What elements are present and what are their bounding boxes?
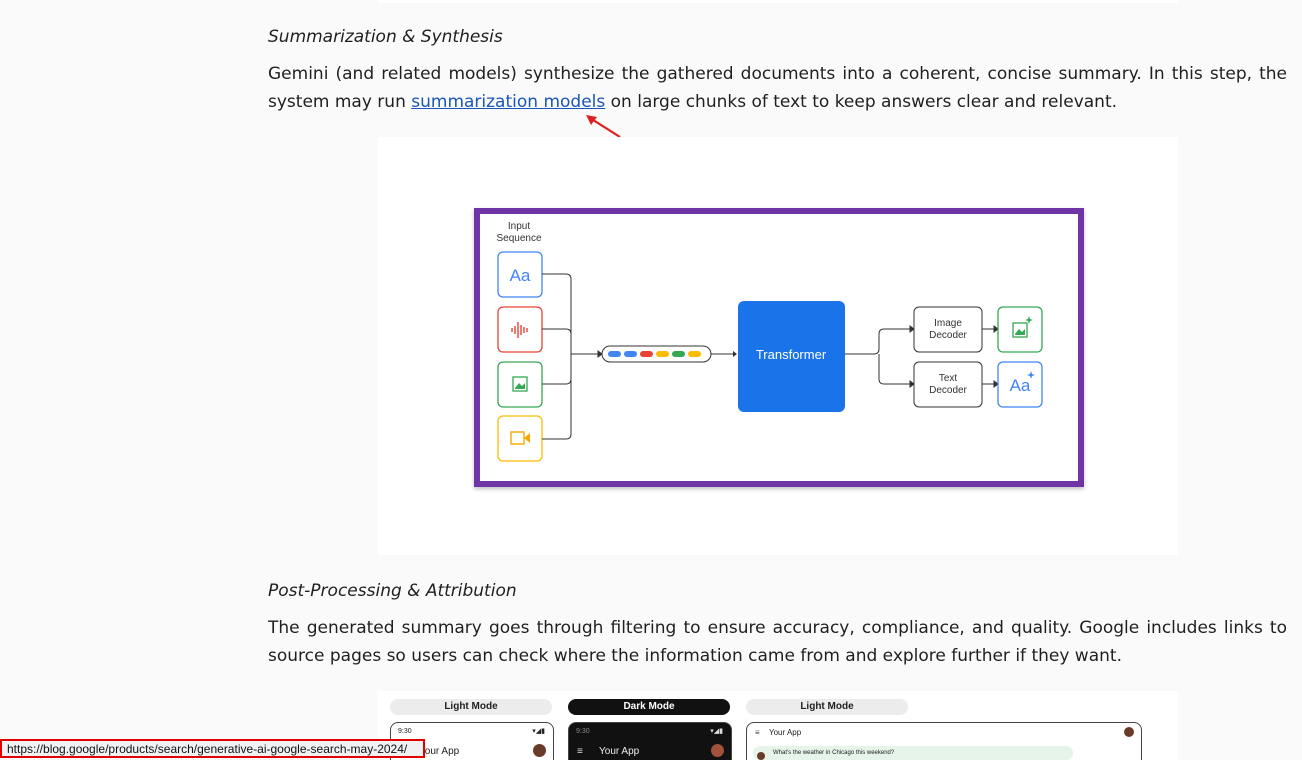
audio-input-box <box>497 306 543 353</box>
avatar-desktop <box>1124 727 1134 737</box>
section-heading-summarization: Summarization & Synthesis <box>268 27 503 47</box>
transformer-block: Transformer <box>738 301 845 412</box>
paragraph-text-after-link: on large chunks of text to keep answers … <box>605 91 1118 112</box>
text-decoder-label-line1: Text <box>939 373 958 384</box>
audio-waveform-icon <box>511 322 528 338</box>
multimodal-transformer-figure: Input Sequence Aa <box>378 137 1178 555</box>
text-output-box: Aa <box>997 361 1043 408</box>
decoder-connectors <box>845 325 915 388</box>
summarization-paragraph: Gemini (and related models) synthesize t… <box>268 61 1287 116</box>
token-pill <box>672 351 685 357</box>
phone-app-title-dark: Your App <box>599 746 640 757</box>
query-avatar <box>757 752 765 760</box>
token-to-transformer-arrow <box>711 351 737 357</box>
image-input-box <box>497 361 543 408</box>
status-bar-url: https://blog.google/products/search/gene… <box>0 739 425 758</box>
text-input-box: Aa <box>497 251 543 298</box>
phone-time: 9:30 <box>398 728 412 735</box>
output-connectors <box>982 325 999 388</box>
image-icon <box>512 376 528 392</box>
phone-time-dark: 9:30 <box>576 728 590 735</box>
token-sequence <box>601 345 712 363</box>
post-processing-paragraph: The generated summary goes through filte… <box>268 618 1287 666</box>
sparkle-icon <box>1027 371 1035 379</box>
light-mode-pill-2: Light Mode <box>746 699 908 715</box>
image-decoder-label-line1: Image <box>934 318 962 329</box>
input-label-line1: Input <box>508 221 530 232</box>
phone-status-icons: ▾◢▮ <box>532 728 545 735</box>
desktop-light-mockup: ≡ Your App What's the weather in Chicago… <box>746 722 1142 760</box>
video-icon <box>510 431 530 445</box>
phone-app-title: Your App <box>419 746 460 757</box>
menu-icon-desktop: ≡ <box>755 728 760 737</box>
text-input-glyph: Aa <box>510 266 531 285</box>
image-decoder-box: Image Decoder <box>913 306 983 353</box>
token-pill <box>656 351 669 357</box>
dark-mode-pill: Dark Mode <box>568 699 730 715</box>
section-heading-post-processing: Post-Processing & Attribution <box>268 581 517 601</box>
transformer-diagram: Input Sequence Aa <box>496 221 1043 462</box>
previous-figure-edge <box>378 0 1178 3</box>
token-pill <box>688 351 701 357</box>
light-dark-mode-figure: Light Mode Dark Mode Light Mode 9:30 ▾◢▮… <box>378 691 1178 760</box>
token-pill <box>640 351 653 357</box>
token-pill <box>624 351 637 357</box>
image-output-box <box>997 306 1043 353</box>
text-decoder-box: Text Decoder <box>913 361 983 408</box>
phone-dark-mockup: 9:30 ▾◢▮ ≡ Your App <box>568 722 732 760</box>
transformer-label: Transformer <box>756 347 827 362</box>
image-decoder-label-line2: Decoder <box>929 330 967 341</box>
avatar <box>533 744 546 757</box>
text-decoder-label-line2: Decoder <box>929 385 967 396</box>
phone-status-icons-dark: ▾◢▮ <box>710 728 723 735</box>
weather-query-bubble: What's the weather in Chicago this weeke… <box>753 746 1073 760</box>
summarization-models-link[interactable]: summarization models <box>411 91 606 112</box>
paragraph-text-before-link: Gemini (and related models) synthesize t… <box>268 64 1287 112</box>
light-mode-pill-1: Light Mode <box>390 699 552 715</box>
desktop-app-title: Your App <box>769 728 802 737</box>
red-arrow-annotation-icon <box>586 115 621 138</box>
video-input-box <box>497 415 543 462</box>
input-label-line2: Sequence <box>496 233 541 244</box>
text-output-glyph: Aa <box>1010 376 1031 395</box>
diagram-frame: Input Sequence Aa <box>474 208 1084 487</box>
generated-image-icon <box>1012 316 1033 338</box>
avatar-dark <box>711 744 724 757</box>
token-pill <box>608 351 621 357</box>
input-connectors <box>542 273 603 440</box>
menu-icon: ≡ <box>577 746 583 757</box>
